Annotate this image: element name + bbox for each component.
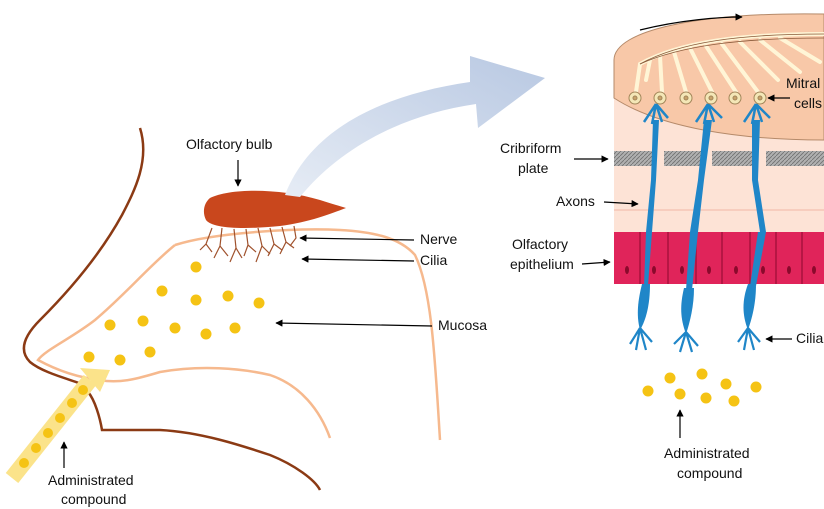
nerve-label: Nerve bbox=[420, 231, 458, 247]
mitral-cell bbox=[654, 92, 666, 104]
olfactory-bulb-shape bbox=[204, 191, 346, 228]
mitral-cell bbox=[705, 92, 717, 104]
mitral-cells-label-2: cells bbox=[794, 95, 822, 111]
administrated-label-right-1: Administrated bbox=[664, 445, 750, 461]
mucosa-pointer bbox=[276, 323, 432, 326]
cribriform-label-2: plate bbox=[518, 160, 549, 176]
axons-label: Axons bbox=[556, 193, 595, 209]
nose-profile-outline bbox=[24, 128, 320, 490]
cribriform-plate bbox=[614, 151, 824, 166]
compound-dots-right bbox=[643, 369, 762, 407]
olfactory-epithelium-label-2: epithelium bbox=[510, 256, 574, 272]
olfactory-bulb-label: Olfactory bulb bbox=[186, 136, 273, 152]
cilia-label-right: Cilia bbox=[796, 330, 823, 346]
zoom-arrow bbox=[285, 56, 545, 197]
magnified-section: Cribriform plate Axons Olfactory epithel… bbox=[500, 14, 824, 481]
administrated-label-left-2: compound bbox=[61, 491, 126, 507]
mitral-cell bbox=[680, 92, 692, 104]
nasal-cavity-illustration: Olfactory bulb Nerve Cilia Mucosa Admini… bbox=[12, 128, 487, 507]
cilia-label-left: Cilia bbox=[420, 252, 447, 268]
mitral-cell bbox=[754, 92, 766, 104]
administrated-label-right-2: compound bbox=[677, 465, 742, 481]
olfactory-epithelium-label-1: Olfactory bbox=[512, 236, 568, 252]
mucosa-label: Mucosa bbox=[438, 317, 487, 333]
cilia-pointer-left bbox=[302, 259, 414, 261]
mitral-cells-label-1: Mitral bbox=[786, 75, 820, 91]
olfactory-epithelium-pointer bbox=[582, 262, 610, 264]
cribriform-label-1: Cribriform bbox=[500, 140, 561, 156]
compound-entry-arrow bbox=[12, 368, 110, 478]
nerve-pointer bbox=[300, 238, 414, 240]
mitral-cell bbox=[629, 92, 641, 104]
compound-dots-left bbox=[84, 262, 265, 366]
mitral-cell bbox=[729, 92, 741, 104]
administrated-label-left-1: Administrated bbox=[48, 472, 134, 488]
